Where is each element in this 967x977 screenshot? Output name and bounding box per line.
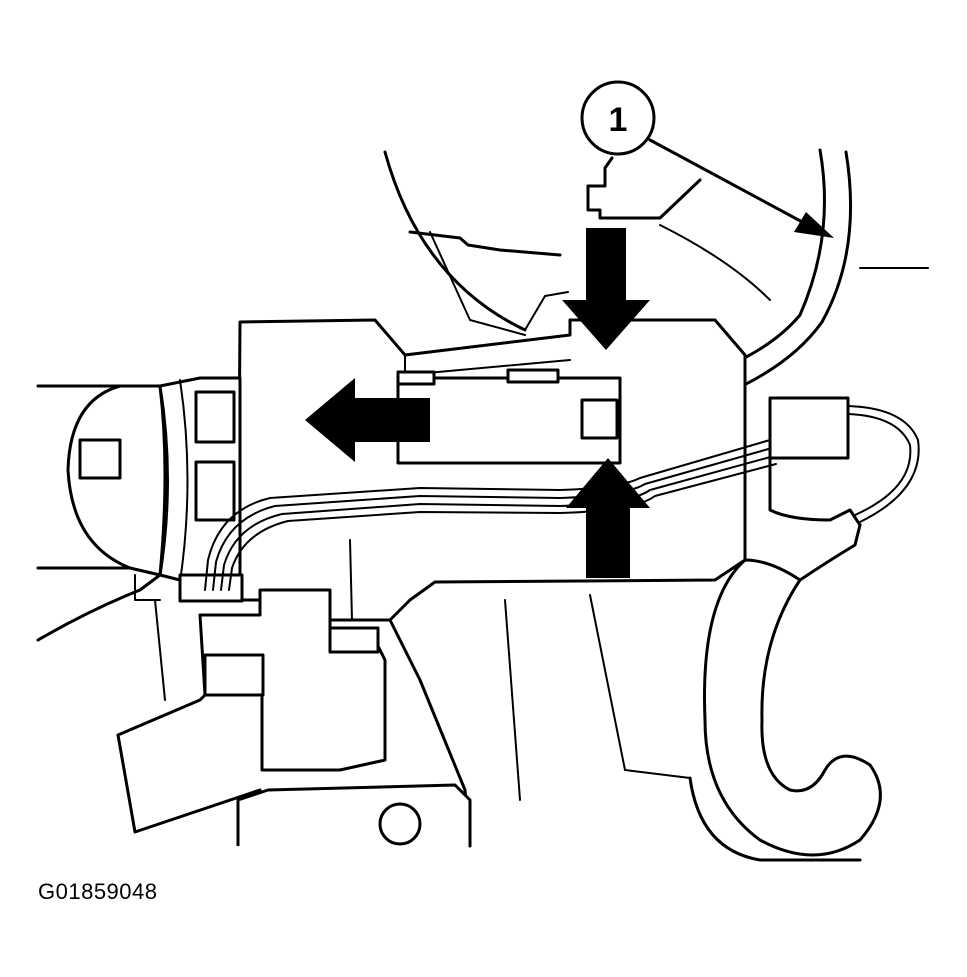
arrow-left	[305, 378, 430, 462]
figure-code: G01859048	[38, 879, 158, 904]
direction-arrows	[305, 228, 650, 578]
callout-number: 1	[609, 101, 628, 139]
lower-connector	[178, 573, 244, 603]
connector-socket	[580, 398, 619, 440]
upper-shroud	[408, 156, 771, 336]
lower-bracket	[116, 588, 691, 848]
lower-cable	[688, 523, 882, 862]
clockspring-connector	[768, 396, 920, 527]
turn-signal-lever	[36, 376, 242, 642]
callout-1: 1	[580, 80, 834, 238]
arrow-down	[562, 228, 650, 350]
arrow-up	[566, 458, 650, 578]
callout-circle	[580, 80, 656, 156]
